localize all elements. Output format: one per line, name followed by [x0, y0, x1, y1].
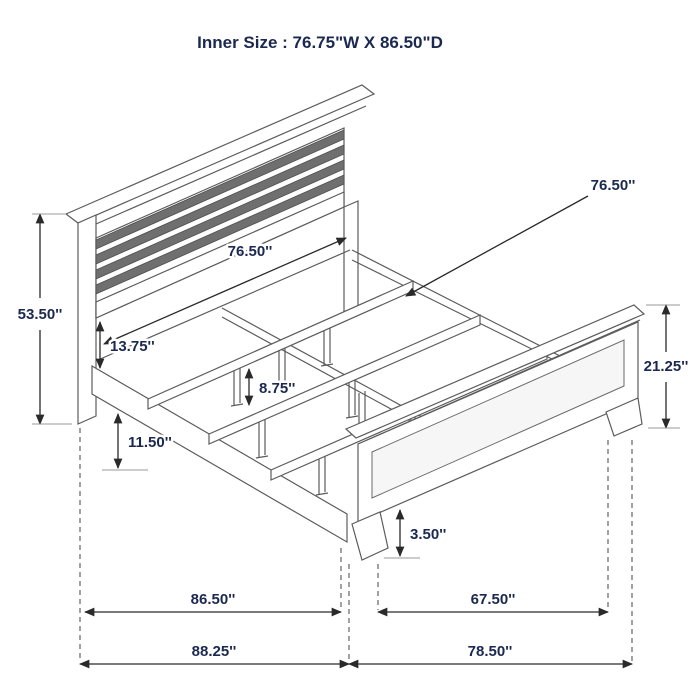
label-foot-height: 3.50'': [410, 526, 446, 543]
label-inner-depth: 86.50'': [191, 591, 236, 608]
side-rail: [91, 364, 348, 544]
far-rail-top: [351, 249, 563, 358]
label-headboard-height: 53.50'': [18, 306, 63, 323]
label-slat-callout: 76.50'': [591, 177, 636, 194]
support-leg: [255, 419, 269, 459]
dimension-labels: Inner Size : 76.75"W X 86.50"D 76.50'' 7…: [15, 33, 691, 663]
label-footboard-height: 21.25'': [644, 358, 689, 375]
footboard-right-foot: [605, 397, 643, 437]
extension-lines: [79, 428, 633, 662]
headboard-slat-1: [95, 129, 345, 250]
far-rail-bottom: [351, 259, 559, 363]
support-leg: [230, 367, 244, 407]
side-rail-board: [91, 364, 348, 544]
dimension-lines: [32, 195, 680, 669]
footboard: [344, 304, 646, 561]
label-headboard-clearance: 13.75'': [110, 338, 155, 355]
headboard-right-post: [343, 200, 359, 317]
label-overall-width: 78.50'': [468, 643, 513, 660]
dim-slat-callout-leader: [405, 195, 589, 297]
label-rail-height: 11.50'': [128, 434, 172, 451]
label-headboard-inner-width: 76.50'': [228, 243, 273, 260]
slat-2: [208, 314, 481, 445]
headboard-slat-2: [95, 144, 345, 265]
headboard-crown: [64, 84, 376, 224]
dim-headboard-inner-width: [103, 237, 347, 345]
footboard-inner-panel: [371, 339, 625, 499]
page-title: Inner Size : 76.75"W X 86.50"D: [197, 33, 443, 52]
headboard-crown-lip: [79, 105, 367, 232]
support-leg: [320, 327, 334, 367]
label-footboard-inner-width: 67.50'': [471, 591, 516, 608]
support-leg: [315, 456, 329, 496]
label-leg-height: 8.75'': [259, 380, 295, 397]
support-leg: [275, 348, 289, 388]
footboard-left-foot: [351, 511, 389, 561]
support-leg: [345, 379, 359, 419]
label-overall-depth: 88.25'': [192, 643, 237, 660]
footboard-crown: [344, 304, 646, 439]
